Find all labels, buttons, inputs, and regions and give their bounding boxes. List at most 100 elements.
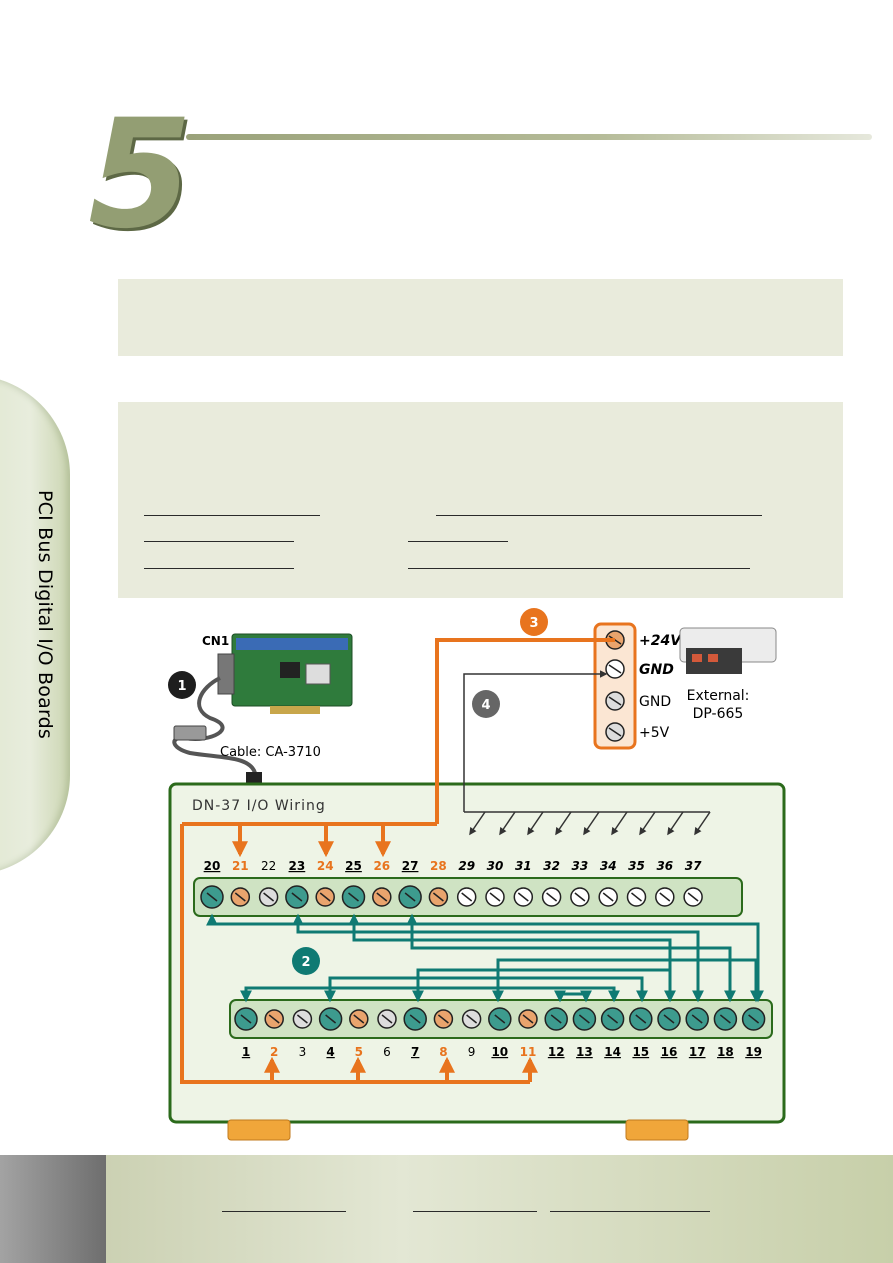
- footer-bar: [0, 1155, 893, 1263]
- bottom-pin-label: 14: [604, 1045, 621, 1059]
- terminal-screw-slot: [432, 892, 444, 902]
- external-label-line1: External:: [687, 688, 750, 704]
- terminal-screw-slot: [319, 892, 331, 902]
- top-pin-label: 22: [261, 859, 276, 873]
- footer-link-underline[interactable]: [550, 1211, 710, 1212]
- terminal-screw-slot: [635, 1014, 647, 1024]
- top-pin-label: 33: [572, 859, 589, 873]
- orange-24v-wiring: [180, 638, 615, 1084]
- bottom-pin-label: 13: [576, 1045, 593, 1059]
- terminal-screw-slot: [578, 1014, 590, 1024]
- terminal-board-title: DN-37 I/O Wiring: [192, 798, 326, 814]
- footer-link-underline[interactable]: [222, 1211, 346, 1212]
- terminal-board: [168, 782, 786, 1124]
- power-gnd2-label: GND: [639, 694, 671, 710]
- bottom-pin-label: 5: [355, 1045, 363, 1059]
- mounting-clip-right: [625, 1119, 689, 1141]
- link-underline[interactable]: [144, 515, 320, 516]
- terminal-screw-slot: [381, 1014, 393, 1024]
- bottom-pin-label: 16: [661, 1045, 678, 1059]
- top-pin-label: 35: [628, 859, 645, 873]
- board-connector-label: CN1: [202, 634, 229, 648]
- terminal-screw-slot: [489, 892, 501, 902]
- bottom-pin-label: 9: [468, 1045, 476, 1059]
- link-underline[interactable]: [408, 541, 508, 542]
- terminal-screw-slot: [348, 892, 359, 902]
- top-pin-label: 20: [204, 859, 221, 873]
- top-pin-label: 37: [685, 859, 702, 873]
- top-terminal-screws: [200, 885, 703, 909]
- bottom-pin-label: 11: [520, 1045, 537, 1059]
- power-24v-label: +24V: [639, 633, 682, 649]
- bottom-pin-label: 12: [548, 1045, 565, 1059]
- footer-link-underline[interactable]: [413, 1211, 537, 1212]
- bottom-pin-label: 17: [689, 1045, 706, 1059]
- bottom-pin-label: 18: [717, 1045, 734, 1059]
- top-pin-label: 25: [345, 859, 362, 873]
- terminal-screw-slot: [404, 892, 416, 902]
- top-pin-label: 23: [289, 859, 306, 873]
- top-pin-label: 24: [317, 859, 334, 873]
- gnd-wiring: [463, 670, 711, 836]
- step-3-badge: 3: [529, 616, 538, 631]
- bottom-pin-label: 10: [491, 1045, 508, 1059]
- power-5v-label: +5V: [639, 725, 670, 741]
- teal-wiring: [206, 913, 764, 1003]
- terminal-screw-slot: [517, 892, 529, 902]
- top-pin-label: 26: [373, 859, 390, 873]
- wiring-diagram: CN1 Cable: CA-3710 1 3 4 +24V GND GND +5…: [130, 608, 810, 1148]
- link-underline[interactable]: [408, 568, 750, 569]
- cable-label: Cable: CA-3710: [220, 745, 321, 760]
- power-gnd-label: GND: [639, 662, 674, 678]
- top-pin-label: 29: [458, 859, 475, 873]
- link-underline[interactable]: [436, 515, 762, 516]
- link-underline[interactable]: [144, 541, 294, 542]
- terminal-screw-slot: [240, 1014, 252, 1024]
- terminal-screw-slot: [461, 892, 473, 902]
- mounting-clip-left: [227, 1119, 291, 1141]
- terminal-screw-slot: [687, 892, 699, 902]
- step-1-badge: 1: [177, 679, 186, 694]
- bottom-pin-label: 6: [383, 1045, 391, 1059]
- terminal-screw-slot: [631, 892, 642, 902]
- terminal-screw-slot: [659, 892, 671, 902]
- pci-card-image: [217, 633, 353, 714]
- terminal-screw-slot: [409, 1014, 421, 1024]
- terminal-screw-slot: [691, 1014, 703, 1024]
- terminal-screw-slot: [522, 1014, 534, 1024]
- bottom-pin-label: 2: [270, 1045, 278, 1059]
- terminal-screw-slot: [466, 1014, 478, 1024]
- top-pin-label: 32: [543, 859, 560, 873]
- terminal-screw-slot: [550, 1014, 562, 1024]
- terminal-screw-slot: [663, 1014, 675, 1024]
- top-pin-label: 28: [430, 859, 447, 873]
- terminal-screw-slot: [234, 892, 246, 902]
- terminal-screw-slot: [325, 1014, 337, 1024]
- power-terminal-block: [593, 622, 637, 750]
- bottom-pin-label: 8: [439, 1045, 447, 1059]
- bottom-pin-label: 15: [632, 1045, 649, 1059]
- step-2-badge: 2: [301, 955, 310, 970]
- link-underline[interactable]: [144, 568, 294, 569]
- terminal-screw-slot: [494, 1014, 506, 1024]
- terminal-screw-slot: [263, 892, 275, 902]
- chapter-number: 5: [88, 88, 193, 262]
- top-pin-label: 27: [402, 859, 419, 873]
- top-pin-label: 34: [600, 859, 617, 873]
- bottom-pin-label: 3: [299, 1045, 307, 1059]
- step-4-badge: 4: [481, 698, 490, 713]
- external-label-line2: DP-665: [693, 706, 744, 722]
- bottom-pin-label: 19: [745, 1045, 762, 1059]
- bottom-pin-label: 1: [242, 1045, 250, 1059]
- terminal-screw-slot: [719, 1014, 731, 1024]
- terminal-screw-slot: [748, 1014, 760, 1024]
- top-pin-label: 30: [487, 859, 504, 873]
- power-terminal-screws: [605, 630, 625, 742]
- terminal-screw-slot: [602, 892, 614, 902]
- note-box-links: [118, 402, 843, 598]
- top-pin-label: 21: [232, 859, 249, 873]
- terminal-screw-slot: [268, 1014, 280, 1024]
- top-pin-label: 31: [515, 859, 532, 873]
